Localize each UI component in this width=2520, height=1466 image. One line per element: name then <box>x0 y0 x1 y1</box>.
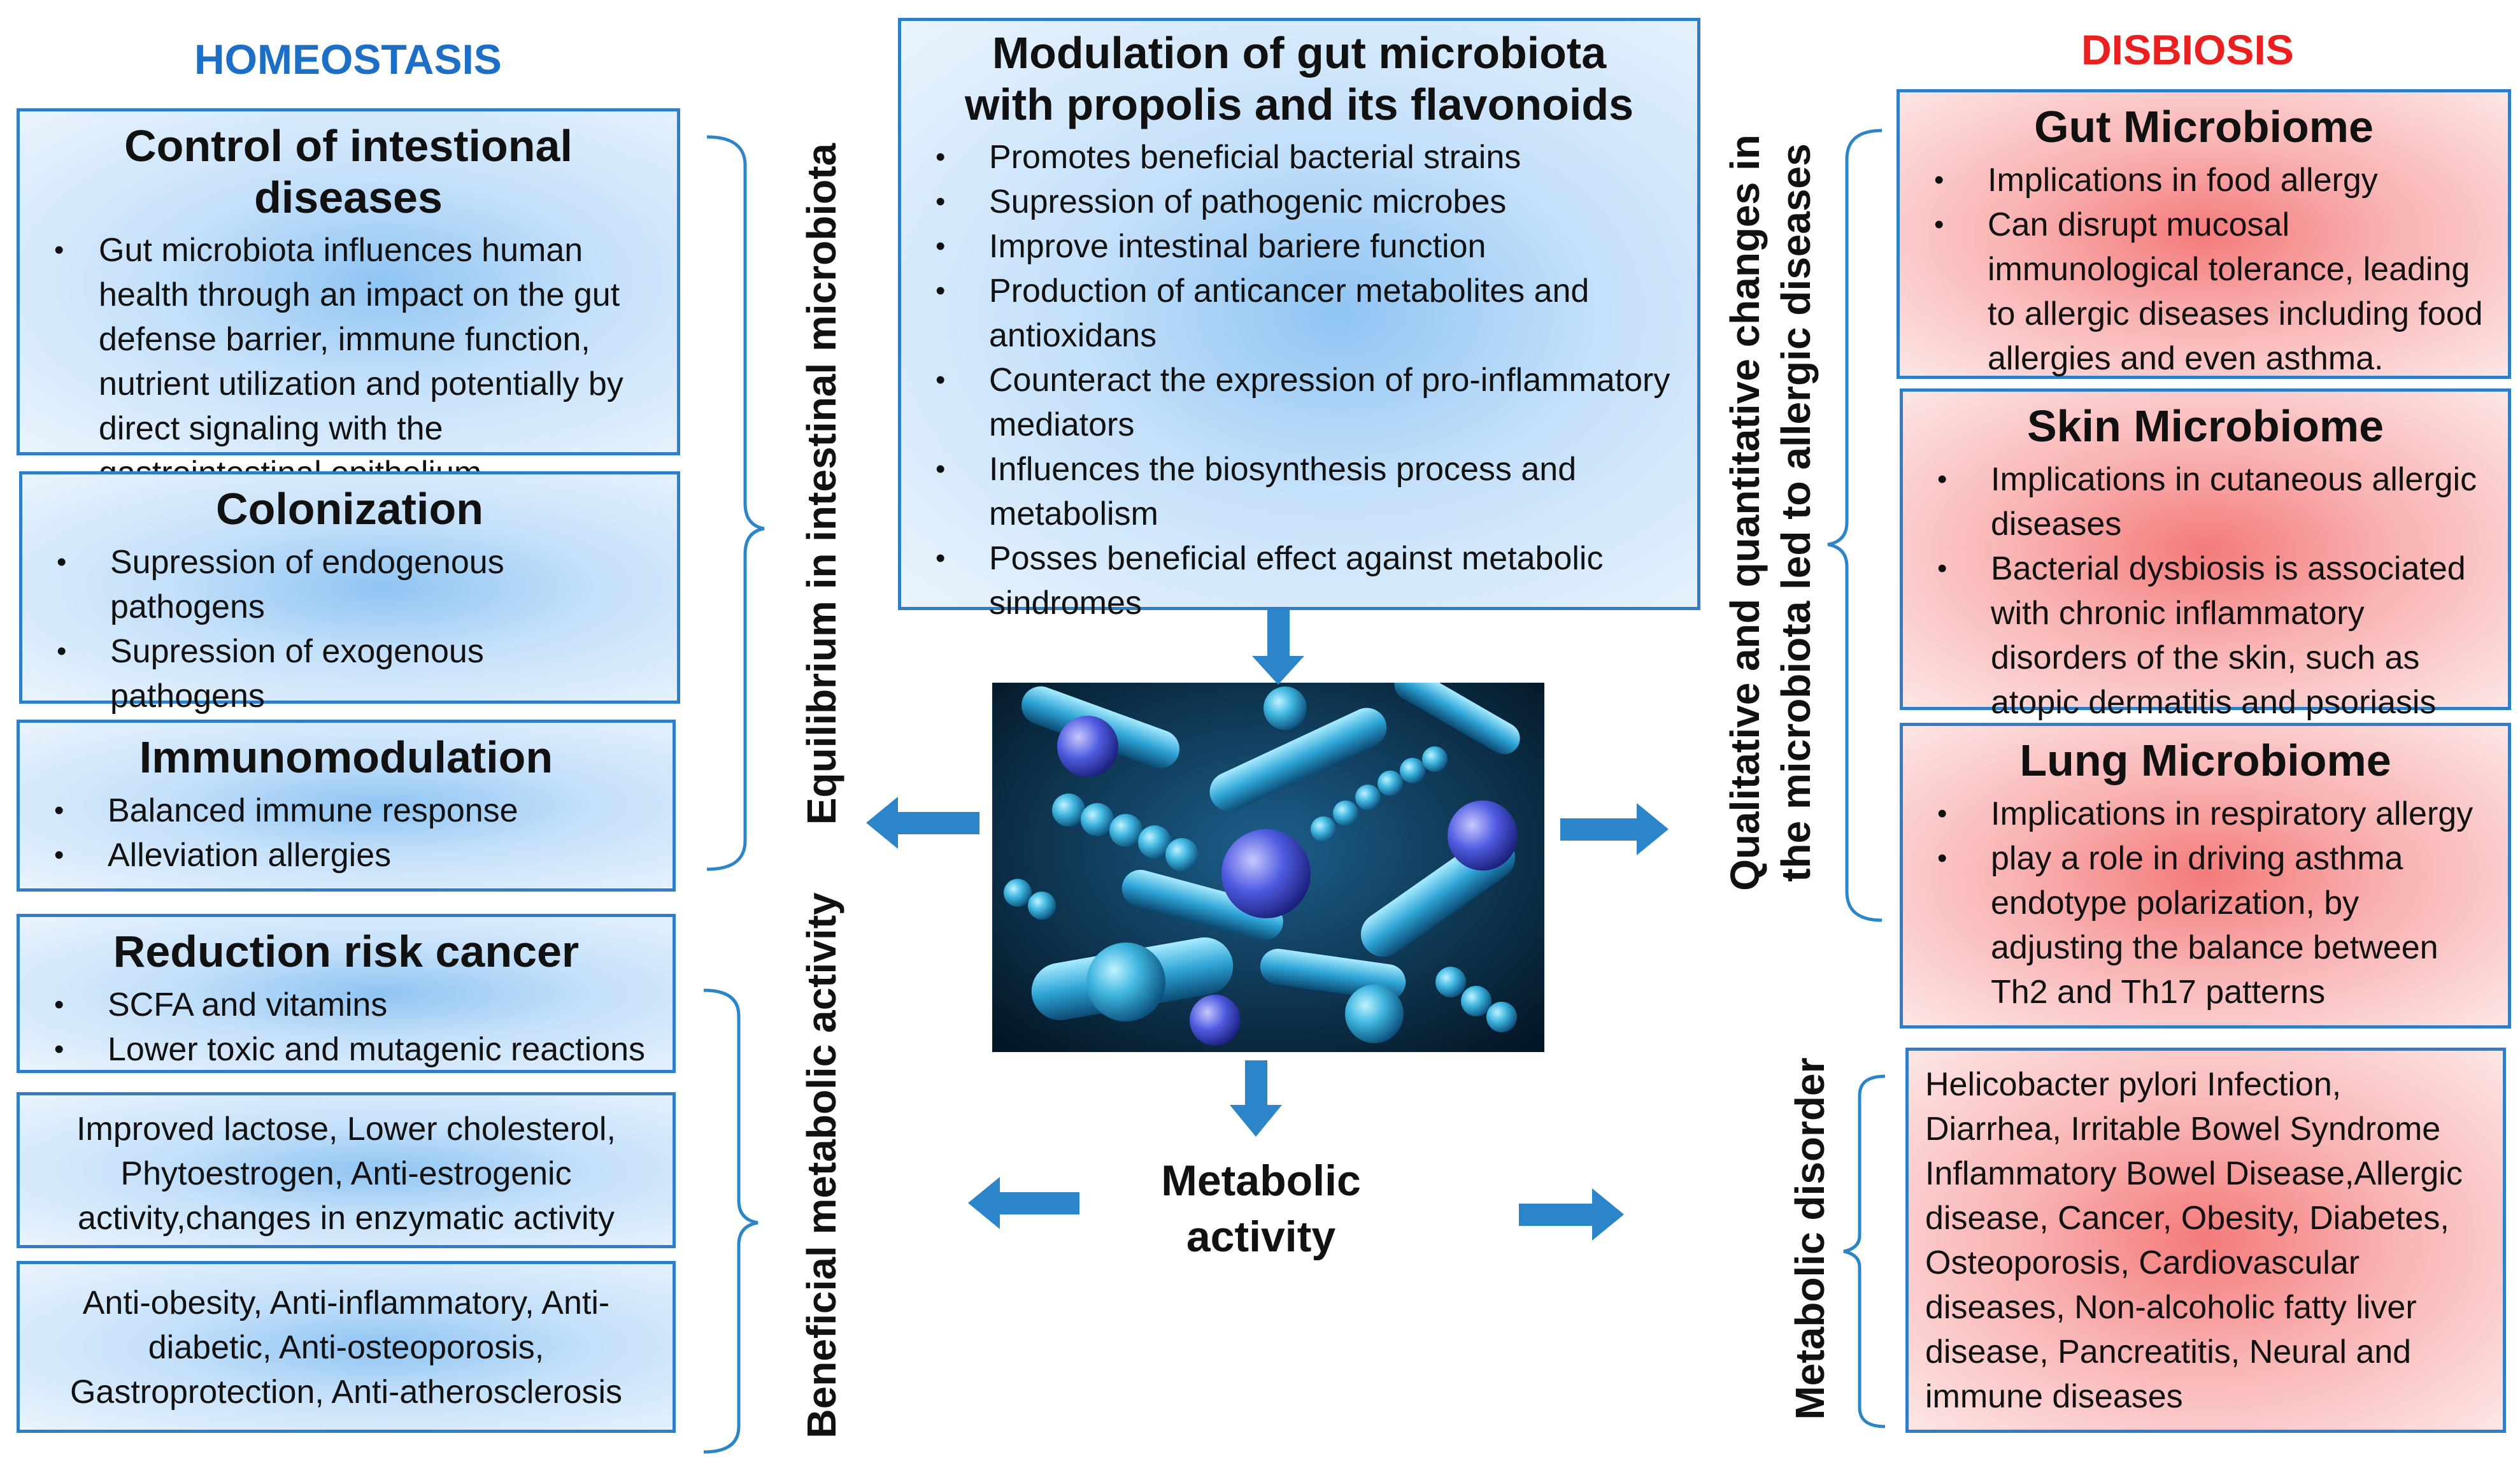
colonization-box: Colonization Supression of endogenous pa… <box>19 471 680 715</box>
list-item: Posses beneficial effect against metabol… <box>919 536 1679 625</box>
list-item: Production of anticancer metabolites and… <box>919 269 1679 358</box>
propolis-effects-list: Promotes beneficial bacterial strains Su… <box>919 135 1679 625</box>
right-bottom-brace <box>1843 1074 1886 1428</box>
lung-microbiome-title: Lung Microbiome <box>2019 736 2391 785</box>
immunomodulation-list: Balanced immune response Alleviation all… <box>38 788 655 878</box>
immunomodulation-title: Immunomodulation <box>139 732 553 782</box>
list-item: Counteract the expression of pro-inflamm… <box>919 358 1679 447</box>
list-item: Lower toxic and mutagenic reactions <box>38 1027 655 1072</box>
propolis-modulation-box: Modulation of gut microbiota with propol… <box>898 18 1700 622</box>
list-item: Balanced immune response <box>38 788 655 833</box>
disbiosis-header: DISBIOSIS <box>2081 26 2294 73</box>
list-item: Supression of endogenous pathogens <box>40 540 506 629</box>
metabolic-activity-line1: Metabolic <box>1161 1156 1361 1205</box>
gut-microbiome-list: Implications in food allergy Can disrupt… <box>1918 158 2490 381</box>
colonization-title: Colonization <box>216 484 483 534</box>
propolis-modulation-title: Modulation of gut microbiota with propol… <box>964 28 1634 129</box>
microbes-illustration <box>992 683 1544 1052</box>
left-top-brace <box>706 135 765 871</box>
metabolic-disorder-text: Helicobacter pylori Infection, Diarrhea,… <box>1925 1066 2463 1415</box>
list-item: Can disrupt mucosal immunological tolera… <box>1918 203 2490 381</box>
arrow-down-top <box>1252 610 1304 685</box>
control-intestinal-diseases-title: Control of intestional diseases <box>124 121 573 222</box>
right-top-brace <box>1827 129 1883 922</box>
list-item: Supression of pathogenic microbes <box>919 180 1679 224</box>
list-item: Promotes beneficial bacterial strains <box>919 135 1679 180</box>
lung-microbiome-box: Lung Microbiome Implications in respirat… <box>1900 723 2511 1028</box>
list-item: Alleviation allergies <box>38 833 655 878</box>
metabolic-activity-label: Metabolic activity <box>1121 1153 1401 1265</box>
gut-microbiome-title: Gut Microbiome <box>2034 102 2374 152</box>
skin-microbiome-box: Skin Microbiome Implications in cutaneou… <box>1900 388 2511 721</box>
list-item: Bacterial dysbiosis is associated with c… <box>1921 546 2490 725</box>
arrow-right-upper <box>1560 803 1669 855</box>
gut-microbiome-box: Gut Microbiome Implications in food alle… <box>1897 89 2511 379</box>
anti-obesity-text: Anti-obesity, Anti-inflammatory, Anti-di… <box>69 1285 623 1411</box>
colonization-list: Supression of endogenous pathogens Supre… <box>40 540 659 718</box>
arrow-left-lower <box>968 1177 1079 1229</box>
lactose-cholesterol-box: Improved lactose, Lower cholesterol, Phy… <box>17 1092 676 1248</box>
lactose-cholesterol-text: Improved lactose, Lower cholesterol, Phy… <box>76 1111 616 1237</box>
lung-microbiome-list: Implications in respiratory allergy play… <box>1921 792 2490 1014</box>
metabolic-disorder-box: Helicobacter pylori Infection, Diarrhea,… <box>1905 1048 2506 1433</box>
arrow-down-bottom <box>1230 1060 1282 1137</box>
microbiota-image <box>992 683 1544 1052</box>
skin-microbiome-list: Implications in cutaneous allergic disea… <box>1921 457 2490 725</box>
list-item: Implications in food allergy <box>1918 158 2490 203</box>
anti-obesity-box: Anti-obesity, Anti-inflammatory, Anti-di… <box>17 1261 676 1433</box>
metabolic-activity-line2: activity <box>1186 1213 1336 1262</box>
list-item: SCFA and vitamins <box>38 983 655 1027</box>
immunomodulation-box: Immunomodulation Balanced immune respons… <box>17 720 676 892</box>
reduction-risk-cancer-box: Reduction risk cancer SCFA and vitamins … <box>17 914 676 1073</box>
arrow-right-lower <box>1519 1188 1624 1241</box>
reduction-risk-list: SCFA and vitamins Lower toxic and mutage… <box>38 983 655 1072</box>
skin-microbiome-title: Skin Microbiome <box>2026 401 2384 451</box>
reduction-risk-cancer-title: Reduction risk cancer <box>113 927 580 976</box>
list-item: play a role in driving asthma endotype p… <box>1921 836 2490 1014</box>
homeostasis-header: HOMEOSTASIS <box>194 36 502 83</box>
left-bottom-brace <box>703 988 758 1454</box>
arrow-left-upper <box>866 797 979 849</box>
control-intestinal-diseases-box: Control of intestional diseases Gut micr… <box>17 108 680 492</box>
list-item: Implications in respiratory allergy <box>1921 792 2490 836</box>
list-item: Implications in cutaneous allergic disea… <box>1921 457 2490 546</box>
list-item: Improve intestinal bariere function <box>919 224 1679 269</box>
list-item: Supression of exogenous pathogens <box>40 629 506 718</box>
list-item: Influences the biosynthesis process and … <box>919 447 1679 536</box>
